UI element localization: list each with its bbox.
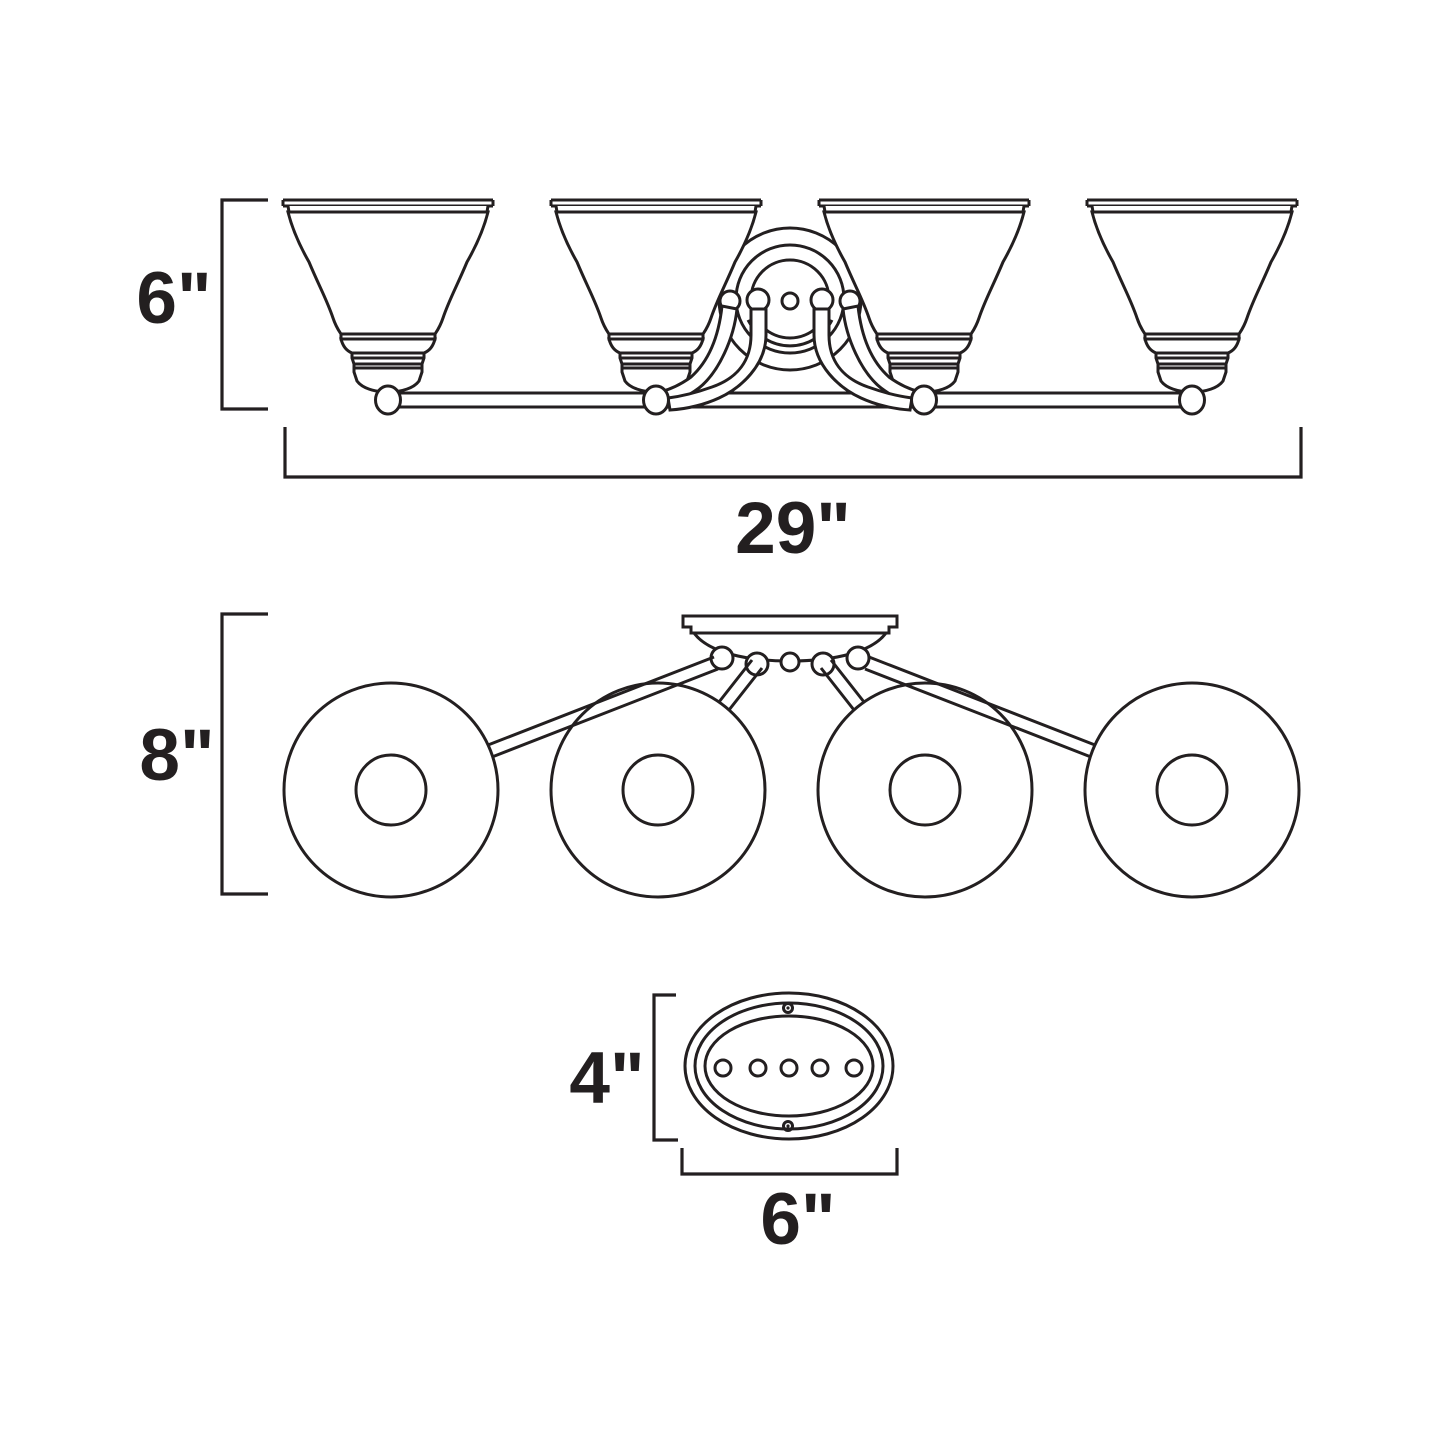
dim-label-backplate-height: 4" xyxy=(569,1038,644,1119)
shade-circles-top xyxy=(282,681,1301,899)
dim-bracket-front-width xyxy=(283,427,1303,479)
canopy-plate-top xyxy=(681,614,899,635)
backplate-screw-holes xyxy=(782,1002,794,1132)
front-view: 6" 29" xyxy=(136,198,1303,569)
bar-finials xyxy=(374,384,1206,416)
backplate-view: 4" 6" xyxy=(569,991,899,1260)
dim-label-backplate-width: 6" xyxy=(760,1179,835,1260)
dim-bracket-front-height xyxy=(220,198,268,411)
shade-4 xyxy=(1085,198,1299,394)
dim-bracket-top-depth xyxy=(220,612,268,896)
top-view: 8" xyxy=(139,612,1301,899)
shade-1 xyxy=(281,198,495,394)
dim-label-top-depth: 8" xyxy=(139,715,214,796)
dim-label-front-height: 6" xyxy=(136,258,211,339)
fixture-bar xyxy=(390,391,1190,409)
dim-bracket-backplate-height xyxy=(652,993,678,1142)
dim-label-front-width: 29" xyxy=(735,488,851,569)
dim-bracket-backplate-width xyxy=(680,1148,899,1176)
backplate-socket-holes xyxy=(713,1058,864,1078)
